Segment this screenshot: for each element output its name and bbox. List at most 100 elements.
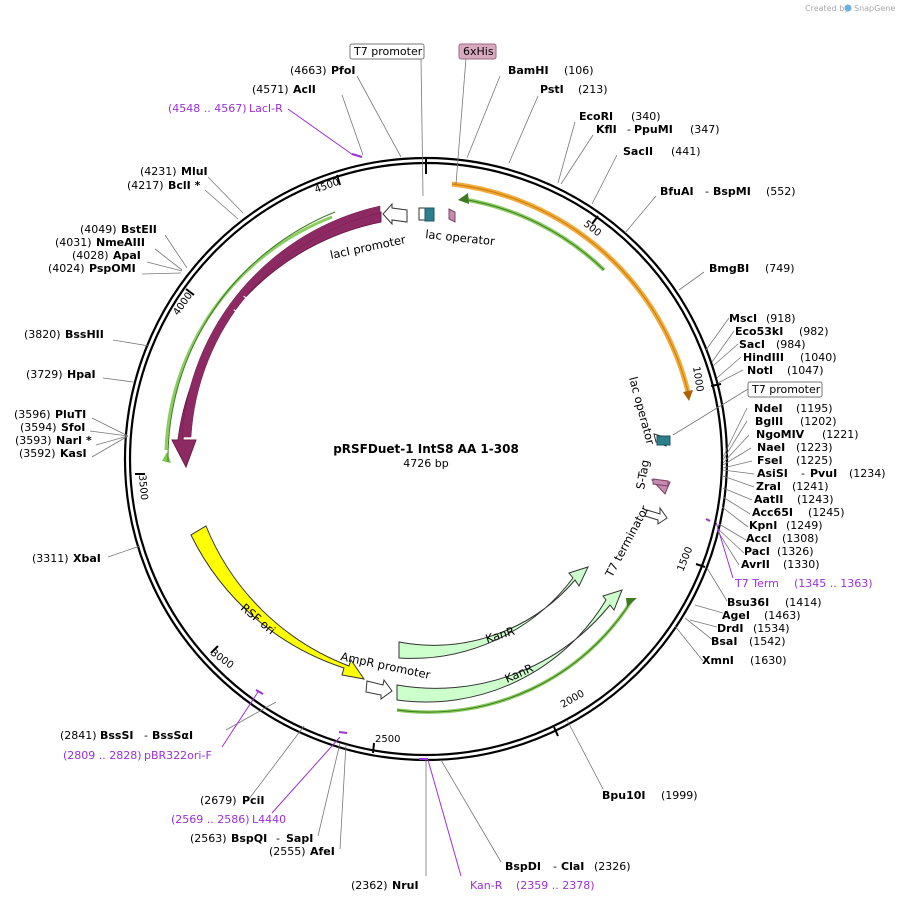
lac-operator-right-feature[interactable]: lac operator: [626, 375, 671, 447]
site-ngomiv[interactable]: NgoMIV (1221): [756, 428, 859, 441]
svg-text:(4028): (4028): [72, 249, 109, 262]
lac-operator-top-feature[interactable]: lac operator: [418, 207, 496, 248]
svg-text:-: -: [553, 860, 557, 873]
site-ppumi-name: PpuMI: [634, 123, 673, 136]
site-sacii-name: SacII: [623, 145, 653, 158]
site-saci[interactable]: SacI (984): [739, 338, 806, 351]
svg-text:(1221): (1221): [822, 428, 859, 441]
site-bspqi[interactable]: (2563) BspQI - SapI: [190, 832, 313, 845]
svg-text:(1345 .. 1363): (1345 .. 1363): [794, 577, 873, 590]
site-bamhi[interactable]: BamHI (106): [508, 64, 594, 77]
site-xbai[interactable]: (3311) XbaI: [32, 552, 101, 565]
site-acci[interactable]: AccI (1308): [746, 532, 819, 545]
svg-text:(347): (347): [690, 123, 720, 136]
site-pfoi[interactable]: (4663) PfoI: [290, 64, 356, 77]
site-bsai[interactable]: BsaI (1542): [711, 635, 786, 648]
site-kfli[interactable]: KflI - PpuMI (347): [596, 123, 720, 136]
svg-text:(1542): (1542): [749, 635, 786, 648]
site-msci[interactable]: MscI (918): [729, 312, 796, 325]
site-ecori[interactable]: EcoRI (340): [579, 110, 661, 123]
site-pluti[interactable]: (3596) PluTI: [14, 408, 86, 421]
site-bspmi-name: BspMI: [713, 185, 751, 198]
s-tag-feature[interactable]: S-Tag: [633, 459, 671, 495]
plasmid-name: pRSFDuet-1 IntS8 AA 1-308: [333, 442, 519, 456]
site-bspdi-name: BspDI: [505, 860, 541, 873]
site-bsshii[interactable]: (3820) BssHII: [24, 328, 104, 341]
site-psti[interactable]: PstI (213): [540, 83, 608, 96]
site-xmni[interactable]: XmnI (1630): [702, 654, 787, 667]
primer-kan-r-name: Kan-R: [470, 879, 503, 892]
site-nmeaiii[interactable]: (4031) NmeAIII: [55, 236, 145, 249]
site-noti-name: NotI: [747, 364, 773, 377]
site-acc65i[interactable]: Acc65I (1245): [752, 506, 845, 519]
site-avrii[interactable]: AvrII (1330): [741, 558, 820, 571]
site-zrai-name: ZraI: [756, 480, 781, 493]
svg-text:(918): (918): [766, 312, 796, 325]
site-pcii[interactable]: (2679) PciI: [200, 794, 264, 807]
site-ecori-name: EcoRI: [579, 110, 613, 123]
site-bmgbi[interactable]: BmgBI (749): [709, 262, 795, 275]
site-pspomi[interactable]: (4024) PspOMI: [48, 262, 136, 275]
feature-t7-promoter-top[interactable]: T7 promoter: [349, 43, 425, 60]
site-fsei[interactable]: FseI (1225): [757, 454, 833, 467]
site-ndei[interactable]: NdeI (1195): [754, 402, 833, 415]
site-bspqi-name: BspQI: [231, 832, 267, 845]
site-bcli[interactable]: (4217) BclI *: [127, 179, 201, 192]
site-ngomiv-name: NgoMIV: [756, 428, 805, 441]
site-naei[interactable]: NaeI (1223): [757, 441, 833, 454]
site-paci[interactable]: PacI (1326): [744, 545, 814, 558]
site-acli[interactable]: (4571) AclI: [252, 83, 316, 96]
his-tag-marker[interactable]: [448, 208, 456, 223]
svg-text:(1243): (1243): [797, 493, 834, 506]
site-afei[interactable]: (2555) AfeI: [269, 845, 335, 858]
svg-text:(441): (441): [671, 145, 701, 158]
site-zrai[interactable]: ZraI (1241): [756, 480, 829, 493]
site-aatii[interactable]: AatII (1243): [754, 493, 834, 506]
primer-pbr322ori-f[interactable]: (2809 .. 2828) pBR322ori-F: [63, 749, 212, 762]
t7-terminator-feature[interactable]: T7 terminator: [602, 503, 668, 581]
primer-laci-r[interactable]: (4548 .. 4567) LacI-R: [168, 102, 283, 115]
site-hpai[interactable]: (3729) HpaI: [26, 368, 96, 381]
svg-text:(1195): (1195): [796, 402, 833, 415]
site-bglii-name: BglII: [755, 415, 783, 428]
site-drdi[interactable]: DrdI (1534): [717, 622, 790, 635]
site-bfuai[interactable]: BfuAI - BspMI (552): [660, 185, 796, 198]
site-bpu10i[interactable]: Bpu10I (1999): [602, 789, 698, 802]
site-mlui[interactable]: (4231) MluI: [140, 165, 208, 178]
site-sacii[interactable]: SacII (441): [623, 145, 701, 158]
site-asisi[interactable]: AsiSI - PvuI (1234): [757, 467, 886, 480]
site-pluti-name: PluTI: [55, 408, 86, 421]
site-kpni[interactable]: KpnI (1249): [749, 519, 823, 532]
site-bspdi[interactable]: BspDI - ClaI (2326): [505, 860, 631, 873]
site-sapi-name: SapI: [286, 832, 313, 845]
site-eco53ki[interactable]: Eco53kI (982): [735, 325, 829, 338]
svg-text:(1326): (1326): [777, 545, 814, 558]
site-pcii-name: PciI: [242, 794, 264, 807]
site-bsteii[interactable]: (4049) BstEII: [80, 223, 157, 236]
site-hindiii[interactable]: HindIII (1040): [743, 351, 837, 364]
primer-kan-r[interactable]: Kan-R (2359 .. 2378): [470, 879, 595, 892]
ints8-cds-feature[interactable]: [451, 181, 693, 401]
site-apai[interactable]: (4028) ApaI: [72, 249, 141, 262]
site-nrui[interactable]: (2362) NruI: [351, 879, 419, 892]
svg-text:(1414): (1414): [785, 596, 822, 609]
site-noti[interactable]: NotI (1047): [747, 364, 824, 377]
feature-t7-promoter-right[interactable]: T7 promoter: [747, 381, 823, 398]
site-bsssi[interactable]: (2841) BssSI - BssSαI: [60, 729, 193, 742]
svg-text:-: -: [627, 123, 631, 136]
site-agei[interactable]: AgeI (1463): [722, 609, 801, 622]
svg-text:(2679): (2679): [200, 794, 237, 807]
tick-marks: [135, 158, 722, 754]
site-kasi[interactable]: (3592) KasI: [19, 447, 87, 460]
site-nari[interactable]: (3593) NarI *: [15, 434, 92, 447]
primer-t7-term-name: T7 Term: [734, 577, 779, 590]
feature-6xhis[interactable]: 6xHis: [458, 43, 497, 60]
kanr-outer-feature[interactable]: KanR: [398, 566, 589, 659]
primer-t7-term[interactable]: T7 Term (1345 .. 1363): [734, 577, 873, 590]
site-bglii[interactable]: BglII (1202): [755, 415, 837, 428]
primer-l4440[interactable]: (2569 .. 2586) L4440: [171, 813, 286, 826]
site-bsu36i[interactable]: Bsu36I (1414): [727, 596, 822, 609]
svg-text:-: -: [801, 467, 805, 480]
site-bsssi-name: BssSI: [100, 729, 134, 742]
site-sfoi[interactable]: (3594) SfoI: [20, 421, 85, 434]
